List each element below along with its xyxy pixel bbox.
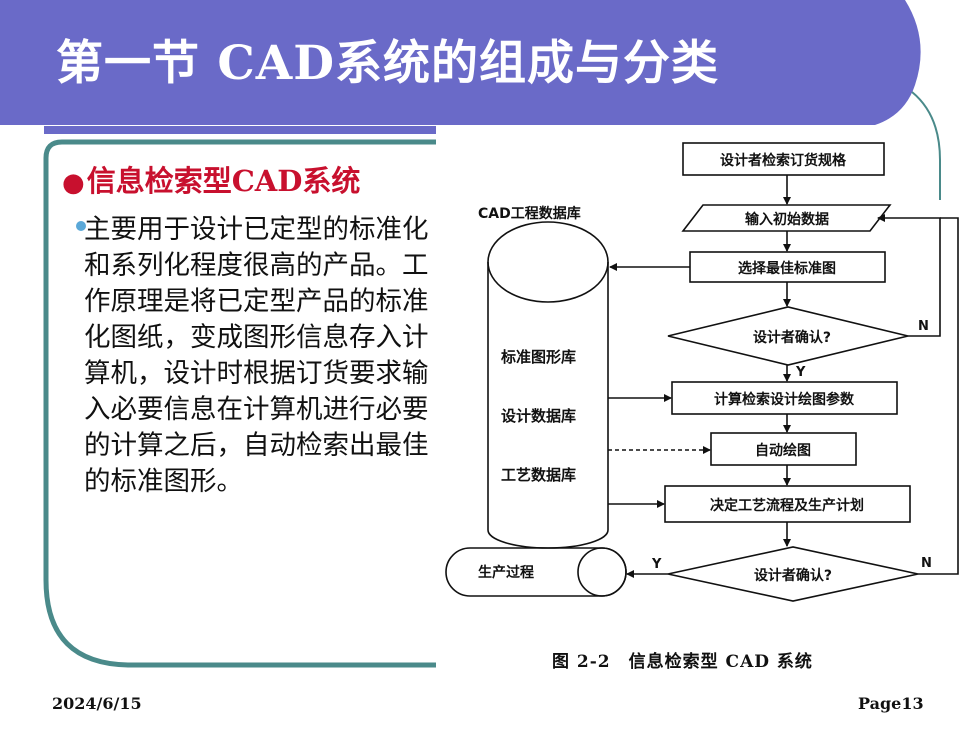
yes-label-1: Y <box>795 365 806 380</box>
yes-label-2: Y <box>651 557 662 572</box>
db-item-3: 工艺数据库 <box>501 466 576 484</box>
output-terminal-end <box>577 547 627 597</box>
output-label: 生产过程 <box>478 564 534 581</box>
step-box-1 <box>682 142 885 176</box>
bullet-body-text: 主要用于设计已定型的标准化和系列化程度很高的产品。工作原理是将已定型产品的标准化… <box>84 214 429 497</box>
frame-right-curve <box>911 91 941 200</box>
bullet-body: 主要用于设计已定型的标准化和系列化程度很高的产品。工作原理是将已定型产品的标准化… <box>76 212 436 500</box>
step-box-5 <box>710 432 857 466</box>
sub-bullet-dot-icon <box>76 221 86 231</box>
step-2-label: 输入初始数据 <box>745 211 829 228</box>
db-cylinder-top <box>487 221 609 303</box>
db-cylinder-body <box>487 262 609 549</box>
bullet-heading: ●信息检索型CAD系统 <box>62 158 360 200</box>
footer-date: 2024/6/15 <box>52 694 142 713</box>
step-box-2 <box>681 204 892 232</box>
step-5-label: 自动绘图 <box>755 442 811 459</box>
step-box-4 <box>671 381 898 415</box>
footer-page-number: Page13 <box>858 694 924 713</box>
bullet-heading-text: 信息检索型CAD系统 <box>86 164 361 198</box>
no-label-1: N <box>918 319 929 334</box>
step-1-label: 设计者检索订货规格 <box>720 152 847 169</box>
frame-top-bar <box>44 126 436 134</box>
decision-2-label: 设计者确认? <box>754 567 832 584</box>
title-banner <box>0 0 921 125</box>
db-item-2: 设计数据库 <box>501 407 576 425</box>
figure-caption: 图 2-2 信息检索型 CAD 系统 <box>552 652 813 672</box>
step-6-label: 决定工艺流程及生产计划 <box>710 497 864 514</box>
step-3-label: 选择最佳标准图 <box>738 260 836 277</box>
bullet-dot-icon: ● <box>62 168 85 198</box>
no-label-2: N <box>921 556 932 571</box>
content-frame <box>43 139 436 668</box>
db-item-1: 标准图形库 <box>500 348 576 366</box>
page-title: 第一节 CAD系统的组成与分类 <box>56 36 719 91</box>
step-4-label: 计算检索设计绘图参数 <box>714 391 855 408</box>
output-terminal <box>445 547 627 597</box>
decision-1-label: 设计者确认? <box>753 329 831 346</box>
db-title: CAD工程数据库 <box>478 205 581 222</box>
